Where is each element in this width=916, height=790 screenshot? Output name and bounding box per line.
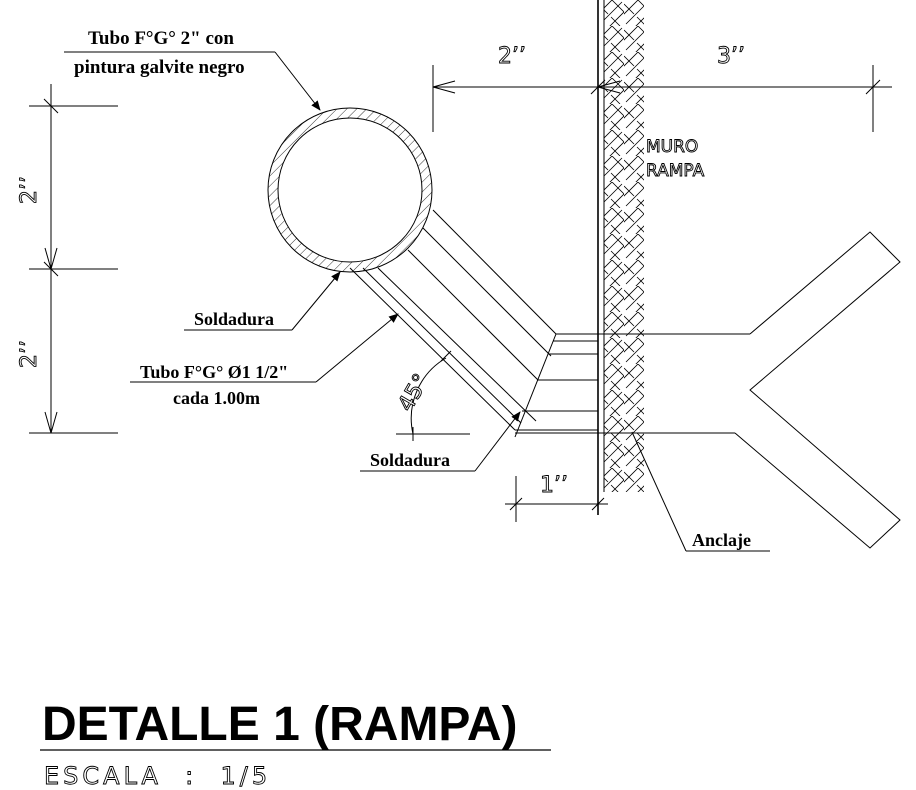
label-main-pipe-line1: Tubo F°G° 2" con <box>88 28 234 49</box>
drawing-title: DETALLE 1 (RAMPA) <box>42 698 518 751</box>
dim-top-right: 3’’ <box>717 44 745 69</box>
dim-left-upper: 2’’ <box>17 176 42 204</box>
dim-angle: 45° <box>394 370 435 416</box>
dim-top-left: 2’’ <box>498 44 526 69</box>
wall-label-line2: RAMPA <box>646 161 705 181</box>
label-weld-top: Soldadura <box>194 309 274 329</box>
anchor-plate <box>734 231 901 549</box>
angle-marker <box>396 350 470 441</box>
bottom-dimension <box>505 476 608 522</box>
main-pipe-section <box>267 107 433 273</box>
wall-label-line1: MURO <box>646 137 698 157</box>
label-anchor: Anclaje <box>692 530 751 550</box>
label-branch-pipe-line1: Tubo F°G° Ø1 1/2" <box>140 362 288 382</box>
drawing-scale: ESCALA : 1/5 <box>44 762 271 790</box>
leader-anchor <box>631 431 770 552</box>
wall-section <box>597 0 644 515</box>
leader-main-pipe <box>64 51 321 111</box>
dim-bottom: 1’’ <box>540 473 568 498</box>
dim-left-lower: 2’’ <box>17 340 42 368</box>
left-dimension <box>29 84 118 434</box>
label-branch-pipe-line2: cada 1.00m <box>173 388 260 408</box>
leader-weld-top <box>184 271 341 331</box>
leader-branch-pipe <box>130 313 399 383</box>
label-main-pipe-line2: pintura galvite negro <box>74 57 245 78</box>
top-dimension <box>432 65 892 132</box>
branch-pipe <box>349 209 750 438</box>
leader-weld-bottom <box>360 411 521 472</box>
label-weld-bottom: Soldadura <box>370 450 450 470</box>
